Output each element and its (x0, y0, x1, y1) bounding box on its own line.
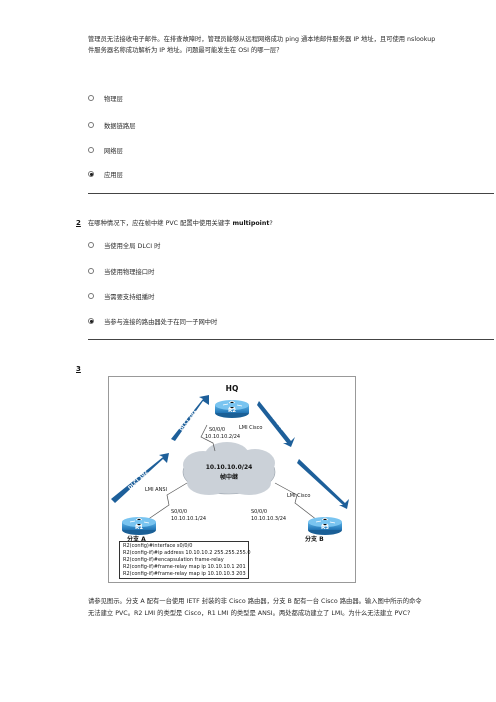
q2-option-2[interactable]: 当使用物理接口时 (88, 266, 154, 276)
q2-option-label: 当参与连接的路由器处于在同一子网中时 (104, 318, 218, 326)
diagram-svg: HQ R2 R1 R3 S0/0/0 10.10.10.2/24 LMI Cis… (111, 384, 349, 543)
serial-links (146, 424, 318, 521)
config-line: R2(config-if)#frame-relay map ip 10.10.1… (123, 564, 246, 571)
cloud-network: 10.10.10.0/24 (206, 464, 253, 471)
lmi-cisco-top: LMI Cisco (239, 425, 262, 431)
config-line: R2(config-if)#frame-relay map ip 10.10.1… (123, 571, 246, 578)
dlci-arrows (111, 395, 349, 509)
q1-option-1[interactable]: 物理层 (88, 93, 123, 103)
q1-option-label: 数据链路层 (104, 122, 136, 130)
q2-option-3[interactable]: 当需要支持组播时 (88, 291, 154, 301)
divider (88, 339, 494, 340)
r1-ip: 10.10.10.1/24 (171, 516, 206, 522)
hq-label: HQ (226, 384, 239, 393)
q2-option-label: 当需要支持组播时 (104, 293, 155, 301)
q1-option-label: 物理层 (104, 95, 123, 103)
q2-option-label: 当使用物理接口时 (104, 268, 155, 276)
q1-text-line2: 件服务器名称成功解析为 IP 地址。问题最可能发生在 OSI 的哪一层？ (88, 47, 283, 54)
router-r1-icon (122, 517, 156, 535)
q1-option-2[interactable]: 数据链路层 (88, 120, 135, 130)
r3-label: R3 (321, 525, 329, 531)
r2-interface: S0/0/0 (209, 427, 225, 433)
q1-option-label: 网络层 (104, 147, 123, 155)
radio-icon[interactable] (88, 293, 94, 299)
radio-icon[interactable] (88, 242, 94, 248)
config-line: R2(config)#interface s0/0/0 (123, 543, 193, 549)
r3-ip: 10.10.10.3/24 (251, 516, 286, 522)
frame-relay-cloud-icon (182, 442, 276, 495)
router-r3-icon (308, 517, 342, 535)
q2-option-4[interactable]: 当参与连接的路由器处于在同一子网中时 (88, 316, 217, 326)
q2-text-pre: 在哪种情况下，应在帧中继 PVC 配置中使用关键字 (88, 220, 231, 227)
q1-option-label: 应用层 (104, 171, 123, 179)
q2-keyword: multipoint (232, 220, 270, 227)
router-r2-icon (215, 400, 249, 418)
cloud-name: 帧中继 (220, 473, 238, 481)
lmi-ansi: LMI ANSI (145, 487, 167, 493)
q2-text-post: ? (269, 220, 273, 227)
r1-label: R1 (135, 525, 143, 531)
q3-text-line2: 无法建立 PVC。R2 LMI 的类型是 Cisco，R1 LMI 的类型是 A… (88, 610, 411, 617)
radio-icon[interactable] (88, 95, 94, 101)
radio-icon[interactable] (88, 147, 94, 153)
dlci-302-label: DLCI 302 (313, 469, 336, 491)
q2-number: 2 (76, 219, 81, 227)
q1-text-line1: 管理员无法接收电子邮件。在排查故障时，管理员能够从远程网络成功 ping 通本地… (88, 36, 436, 43)
divider (88, 193, 494, 194)
radio-selected-icon[interactable] (88, 171, 94, 177)
config-line: R2(config-if)#encapsulation frame-relay (123, 557, 224, 564)
dlci-201-label: DLCI 201 (179, 408, 199, 432)
r2-ip: 10.10.10.2/24 (205, 434, 240, 440)
config-line: R2(config-if)#ip address 10.10.10.2 255.… (123, 550, 251, 557)
radio-icon[interactable] (88, 122, 94, 128)
lmi-cisco-right: LMI Cisco (287, 493, 310, 499)
r2-label: R2 (228, 408, 236, 414)
r3-interface: S0/0/0 (251, 509, 267, 515)
network-diagram: HQ R2 R1 R3 S0/0/0 10.10.10.2/24 LMI Cis… (108, 376, 356, 583)
q2-text: 在哪种情况下，应在帧中继 PVC 配置中使用关键字 multipoint? (88, 218, 273, 229)
q2-option-label: 当使用全局 DLCI 时 (104, 242, 161, 250)
radio-icon[interactable] (88, 268, 94, 274)
branch-b-label: 分支 B (305, 535, 324, 543)
branch-a-label: 分支 A (127, 535, 146, 543)
q1-option-4[interactable]: 应用层 (88, 169, 123, 179)
q1-option-3[interactable]: 网络层 (88, 145, 123, 155)
r1-interface: S0/0/0 (171, 509, 187, 515)
config-box: R2(config)#interface s0/0/0 R2(config-if… (119, 541, 251, 579)
q3-number: 3 (76, 365, 81, 373)
q3-text-line1: 请参见图示。分支 A 配有一台使用 IETF 封装的非 Cisco 路由器，分支… (88, 598, 422, 605)
q2-option-1[interactable]: 当使用全局 DLCI 时 (88, 240, 160, 250)
radio-selected-icon[interactable] (88, 318, 94, 324)
